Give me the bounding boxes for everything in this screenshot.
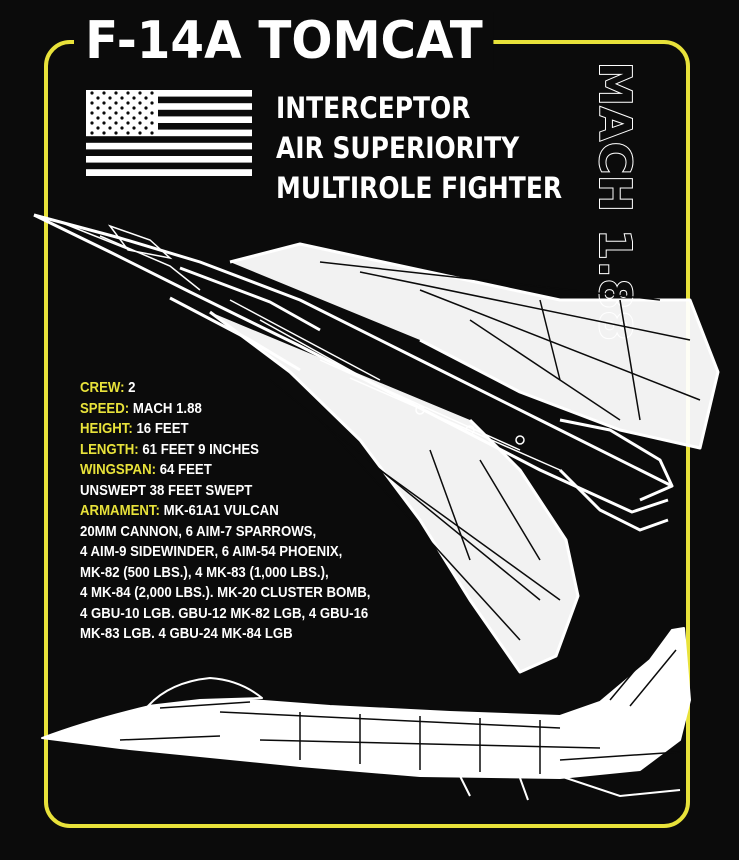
spec-length: LENGTH: 61 FEET 9 INCHES <box>80 440 397 461</box>
flag-star <box>102 111 106 115</box>
flag-star <box>132 116 136 120</box>
flag-star <box>144 116 148 120</box>
flag-star <box>126 131 130 135</box>
flag-star <box>96 96 100 100</box>
specs-block: CREW: 2 SPEED: MACH 1.88 HEIGHT: 16 FEET… <box>80 378 397 645</box>
role-interceptor: INTERCEPTOR <box>276 91 471 125</box>
flag-star <box>126 101 130 105</box>
flag-star <box>96 126 100 130</box>
flag-star <box>90 91 94 95</box>
flag-star <box>90 121 94 125</box>
flag-star <box>150 131 154 135</box>
armament-line: MK-83 LGB. 4 GBU-24 MK-84 LGB <box>80 625 293 642</box>
spec-crew: CREW: 2 <box>80 378 397 399</box>
flag-star <box>102 101 106 105</box>
spec-speed: SPEED: MACH 1.88 <box>80 399 397 420</box>
flag-star <box>126 111 130 115</box>
flag-star <box>108 126 112 130</box>
flag-star <box>126 91 130 95</box>
role-list: INTERCEPTOR AIR SUPERIORITY MULTIROLE FI… <box>276 88 563 208</box>
flag-star <box>126 121 130 125</box>
spec-length-value: 61 FEET 9 INCHES <box>142 440 259 458</box>
spec-crew-value: 2 <box>128 379 136 396</box>
flag-star <box>120 116 124 120</box>
flag-star <box>108 116 112 120</box>
spec-length-label: LENGTH: <box>80 440 139 458</box>
flag-star <box>90 111 94 115</box>
flag-star <box>138 101 142 105</box>
flag-star <box>90 131 94 135</box>
flag-star <box>132 96 136 100</box>
flag-star <box>120 126 124 130</box>
flag-star <box>144 106 148 110</box>
flag-star <box>144 96 148 100</box>
armament-line: 4 GBU-10 LGB. GBU-12 MK-82 LGB, 4 GBU-16 <box>80 604 369 622</box>
flag-star <box>150 101 154 105</box>
spec-armament-label: ARMAMENT: <box>80 502 160 519</box>
spec-height-label: HEIGHT: <box>80 420 133 437</box>
flag-star <box>138 131 142 135</box>
spec-wingspan-extra: UNSWEPT 38 FEET SWEPT <box>80 481 253 499</box>
flag-star <box>90 101 94 105</box>
flag-star <box>138 91 142 95</box>
flag-star <box>96 106 100 110</box>
spec-wingspan-label: WINGSPAN: <box>80 461 157 478</box>
spec-speed-value: MACH 1.88 <box>132 399 202 417</box>
spec-wingspan-value: 64 FEET <box>159 461 212 478</box>
flag-star <box>150 91 154 95</box>
spec-height-value: 16 FEET <box>136 420 189 437</box>
spec-armament-value: MK-61A1 VULCAN <box>163 502 279 519</box>
flag-star <box>96 116 100 120</box>
us-flag-icon <box>86 90 252 176</box>
flag-star <box>150 121 154 125</box>
role-air-superiority: AIR SUPERIORITY <box>276 131 520 165</box>
spec-speed-label: SPEED: <box>80 399 130 417</box>
flag-star <box>108 106 112 110</box>
flag-star <box>114 121 118 125</box>
flag-star <box>150 111 154 115</box>
flag-star <box>120 96 124 100</box>
spec-armament: ARMAMENT: MK-61A1 VULCAN <box>80 501 397 522</box>
flag-star <box>114 101 118 105</box>
mach-badge: MACH 1.88 <box>588 61 670 343</box>
flag-star <box>144 126 148 130</box>
flag-star <box>102 91 106 95</box>
flag-star <box>114 111 118 115</box>
flag-star <box>138 121 142 125</box>
flag-star <box>138 111 142 115</box>
flag-star <box>132 106 136 110</box>
flag-star <box>120 106 124 110</box>
spec-wingspan: WINGSPAN: 64 FEET <box>80 460 397 481</box>
role-multirole-fighter: MULTIROLE FIGHTER <box>276 171 563 205</box>
flag-star <box>102 121 106 125</box>
armament-line: 20MM CANNON, 6 AIM-7 SPARROWS, <box>80 522 317 540</box>
flag-star <box>114 91 118 95</box>
flag-star <box>114 131 118 135</box>
flag-star <box>132 126 136 130</box>
flag-star <box>108 96 112 100</box>
poster-title: F-14A TOMCAT <box>74 12 494 70</box>
armament-line: 4 MK-84 (2,000 LBS.). MK-20 CLUSTER BOMB… <box>80 584 371 601</box>
armament-line: 4 AIM-9 SIDEWINDER, 6 AIM-54 PHOENIX, <box>80 543 343 560</box>
spec-crew-label: CREW: <box>80 379 125 396</box>
spec-height: HEIGHT: 16 FEET <box>80 419 397 440</box>
armament-line: MK-82 (500 LBS.), 4 MK-83 (1,000 LBS.), <box>80 563 329 581</box>
flag-star <box>102 131 106 135</box>
